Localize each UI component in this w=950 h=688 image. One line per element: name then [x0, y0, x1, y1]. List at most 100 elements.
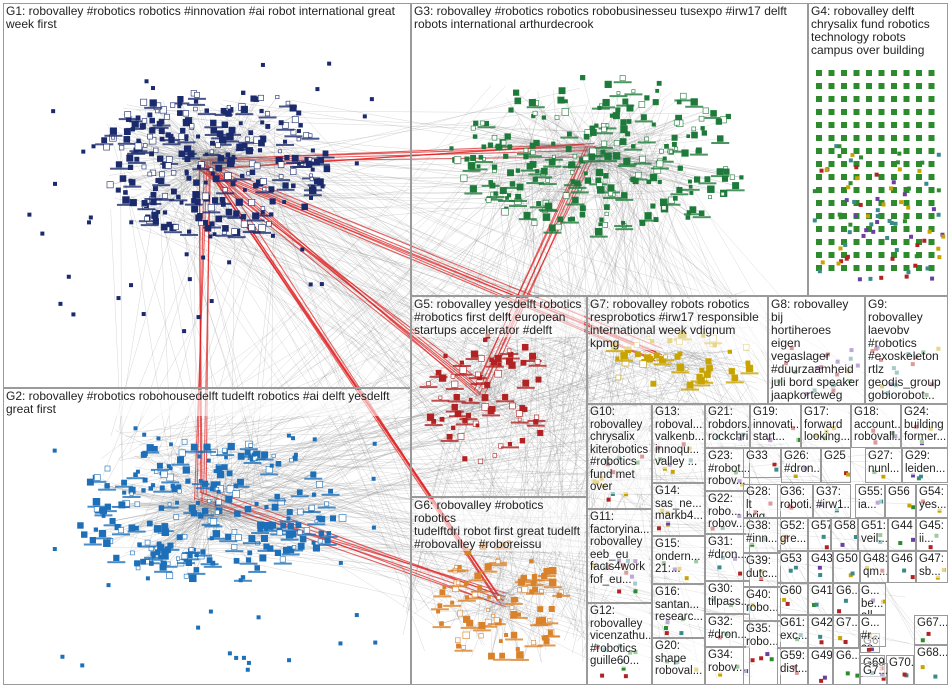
group-box-g72: G6... — [833, 648, 860, 685]
group-box-g44: G44 — [888, 518, 916, 551]
group-label-g60: G60 — [780, 585, 805, 598]
group-box-g19: G19: innovati... start... — [750, 404, 801, 448]
group-label-g68: G68... — [917, 647, 945, 660]
group-label-g12: G12: robovalley vicenzathu... #robotics … — [590, 605, 649, 668]
group-label-g56: G56 — [888, 486, 913, 499]
group-box-g10: G10: robovalley chrysalix kiterobotics #… — [587, 404, 652, 509]
group-box-g38: G38: #inn... — [743, 518, 781, 553]
group-box-g39: G39: dutc... — [743, 553, 781, 587]
group-label-g42: G42 — [811, 617, 830, 630]
group-box-g11: G11: factoryina... robovalley eeb_eu fac… — [587, 509, 652, 603]
group-box-g2: G2: robovalley #robotics robohousedelft … — [3, 388, 411, 685]
group-label-g19: G19: innovati... start... — [753, 406, 798, 444]
group-box-g68: G68... — [914, 645, 948, 685]
group-box-g43: G43 — [808, 551, 833, 583]
group-label-g48: G48: qm... — [863, 553, 885, 578]
group-label-g27: G27: nunl... — [868, 450, 899, 475]
group-box-g15: G15: ondern... 21:... — [652, 536, 705, 584]
group-label-g58: G58 — [834, 520, 855, 533]
group-label-g41: G41 — [811, 585, 830, 598]
group-label-g37: G37: #irw1... — [816, 486, 848, 511]
group-label-g30: G30: tilpass... — [708, 583, 747, 608]
group-label-g67: G67... — [917, 617, 945, 630]
group-box-g58: G58 — [831, 518, 858, 551]
group-box-g41: G41 — [808, 583, 833, 615]
group-box-g47: G47: sb... — [916, 551, 948, 583]
group-label-g43: G43 — [811, 553, 830, 566]
group-label-g31: G31: #dron... — [708, 536, 747, 561]
group-label-g61: G61: exc... — [780, 617, 805, 642]
group-box-g28: G28: lt brig... — [743, 484, 781, 518]
group-box-g4: G4: robovalley delft chrysalix fund robo… — [808, 3, 948, 296]
group-label-g10: G10: robovalley chrysalix kiterobotics #… — [590, 406, 649, 494]
group-box-g61: G61: exc... — [777, 615, 808, 648]
group-box-g53: G53 — [777, 551, 808, 583]
group-label-g59: G59: dist... — [780, 650, 805, 675]
group-box-g27: G27: nunl... — [865, 448, 902, 483]
group-label-g11: G11: factoryina... robovalley eeb_eu fac… — [590, 511, 649, 586]
group-box-g18: G18: account... robovall... — [851, 404, 901, 448]
group-label-g15: G15: ondern... 21:... — [655, 538, 702, 576]
group-label-g53: G53 — [780, 553, 805, 566]
group-label-g45: G45: ii... — [919, 520, 945, 545]
group-label-g38: G38: #inn... — [746, 520, 778, 545]
group-label-g17: G17: forward looking... — [804, 406, 848, 444]
group-label-g18: G18: account... robovall... — [854, 406, 898, 444]
group-box-g66: G... #r... co... — [858, 615, 886, 647]
group-label-g3: G3: robovalley #robotics robotics robobu… — [414, 5, 805, 31]
group-label-g6: G6: robovalley #robotics robotics tudelf… — [414, 499, 584, 551]
group-box-g48: G48: qm... — [860, 551, 888, 583]
group-box-g36: G36: roboti... — [777, 484, 813, 518]
group-label-g1: G1: robovalley #robotics robotics #innov… — [6, 5, 408, 31]
group-label-g29: G29: leiden... — [905, 450, 945, 475]
group-box-g5: G5: robovalley yesdelft robotics #roboti… — [411, 296, 587, 497]
group-box-g42: G42 — [808, 615, 833, 648]
group-box-g54: G54: yes... — [916, 484, 948, 518]
group-label-g46: G46 — [891, 553, 913, 566]
group-label-g16: G16: santan... researc... — [655, 586, 702, 624]
group-box-g59: G59: dist... — [777, 648, 808, 685]
group-label-g44: G44 — [891, 520, 913, 533]
group-box-g52: G52: gre... — [777, 518, 808, 551]
group-label-g2: G2: robovalley #robotics robohousedelft … — [6, 390, 408, 416]
group-box-g26: G26: #dron... — [781, 448, 821, 483]
group-label-g33: G33 — [746, 450, 778, 463]
group-box-g46: G46 — [888, 551, 916, 583]
group-label-g8: G8: robovalley bij hortiheroes eigen veg… — [771, 298, 862, 402]
group-label-g62: G6... — [836, 585, 857, 598]
group-label-g36: G36: roboti... — [780, 486, 810, 511]
group-label-g32: G32: #dron... — [708, 616, 747, 641]
group-label-g54: G54: yes... — [919, 486, 945, 511]
group-box-g56: G56 — [885, 484, 916, 518]
group-box-g55: G55: ia... — [855, 484, 885, 518]
group-box-g33: G33 — [743, 448, 781, 478]
group-label-g20: G20: shape roboval... — [655, 640, 702, 678]
group-label-g34: G34: robov... — [708, 649, 747, 674]
group-box-g12: G12: robovalley vicenzathu... #robotics … — [587, 603, 652, 685]
group-box-g40: G40: robo... — [743, 587, 781, 621]
group-label-g24: G24: building former... — [904, 406, 945, 444]
group-label-g47: G47: sb... — [919, 553, 945, 578]
group-label-g52: G52: gre... — [780, 520, 805, 545]
group-box-g60: G60 — [777, 583, 808, 615]
group-label-g71: G7... — [863, 665, 885, 678]
group-box-g45: G45: ii... — [916, 518, 948, 551]
group-label-g22: G22: robo... robov... — [708, 493, 747, 531]
group-box-g16: G16: santan... researc... — [652, 584, 705, 638]
group-box-g37: G37: #irw1... — [813, 484, 851, 518]
group-label-g63: G7... — [836, 617, 857, 630]
group-box-g67: G67... — [914, 615, 948, 645]
group-box-g65: G... be... all... — [858, 583, 886, 615]
group-box-g8: G8: robovalley bij hortiheroes eigen veg… — [768, 296, 865, 404]
group-box-g29: G29: leiden... — [902, 448, 948, 483]
group-box-g6: G6: robovalley #robotics robotics tudelf… — [411, 497, 587, 685]
group-box-g21: G21: robdors... rockchri... — [705, 404, 750, 448]
group-label-g14: G14: sas_ne... markb4... — [655, 485, 702, 523]
group-label-g25: G25 — [824, 450, 848, 463]
group-box-g35: G35: robo... — [743, 621, 781, 685]
group-label-g9: G9: robovalley laevobv #robotics #exoske… — [868, 298, 945, 402]
group-label-g23: G23: #robot... robov... — [708, 450, 747, 488]
group-label-g13: G13: roboval... valkenb... innoqu... val… — [655, 406, 702, 469]
group-box-g63: G7... — [833, 615, 860, 648]
